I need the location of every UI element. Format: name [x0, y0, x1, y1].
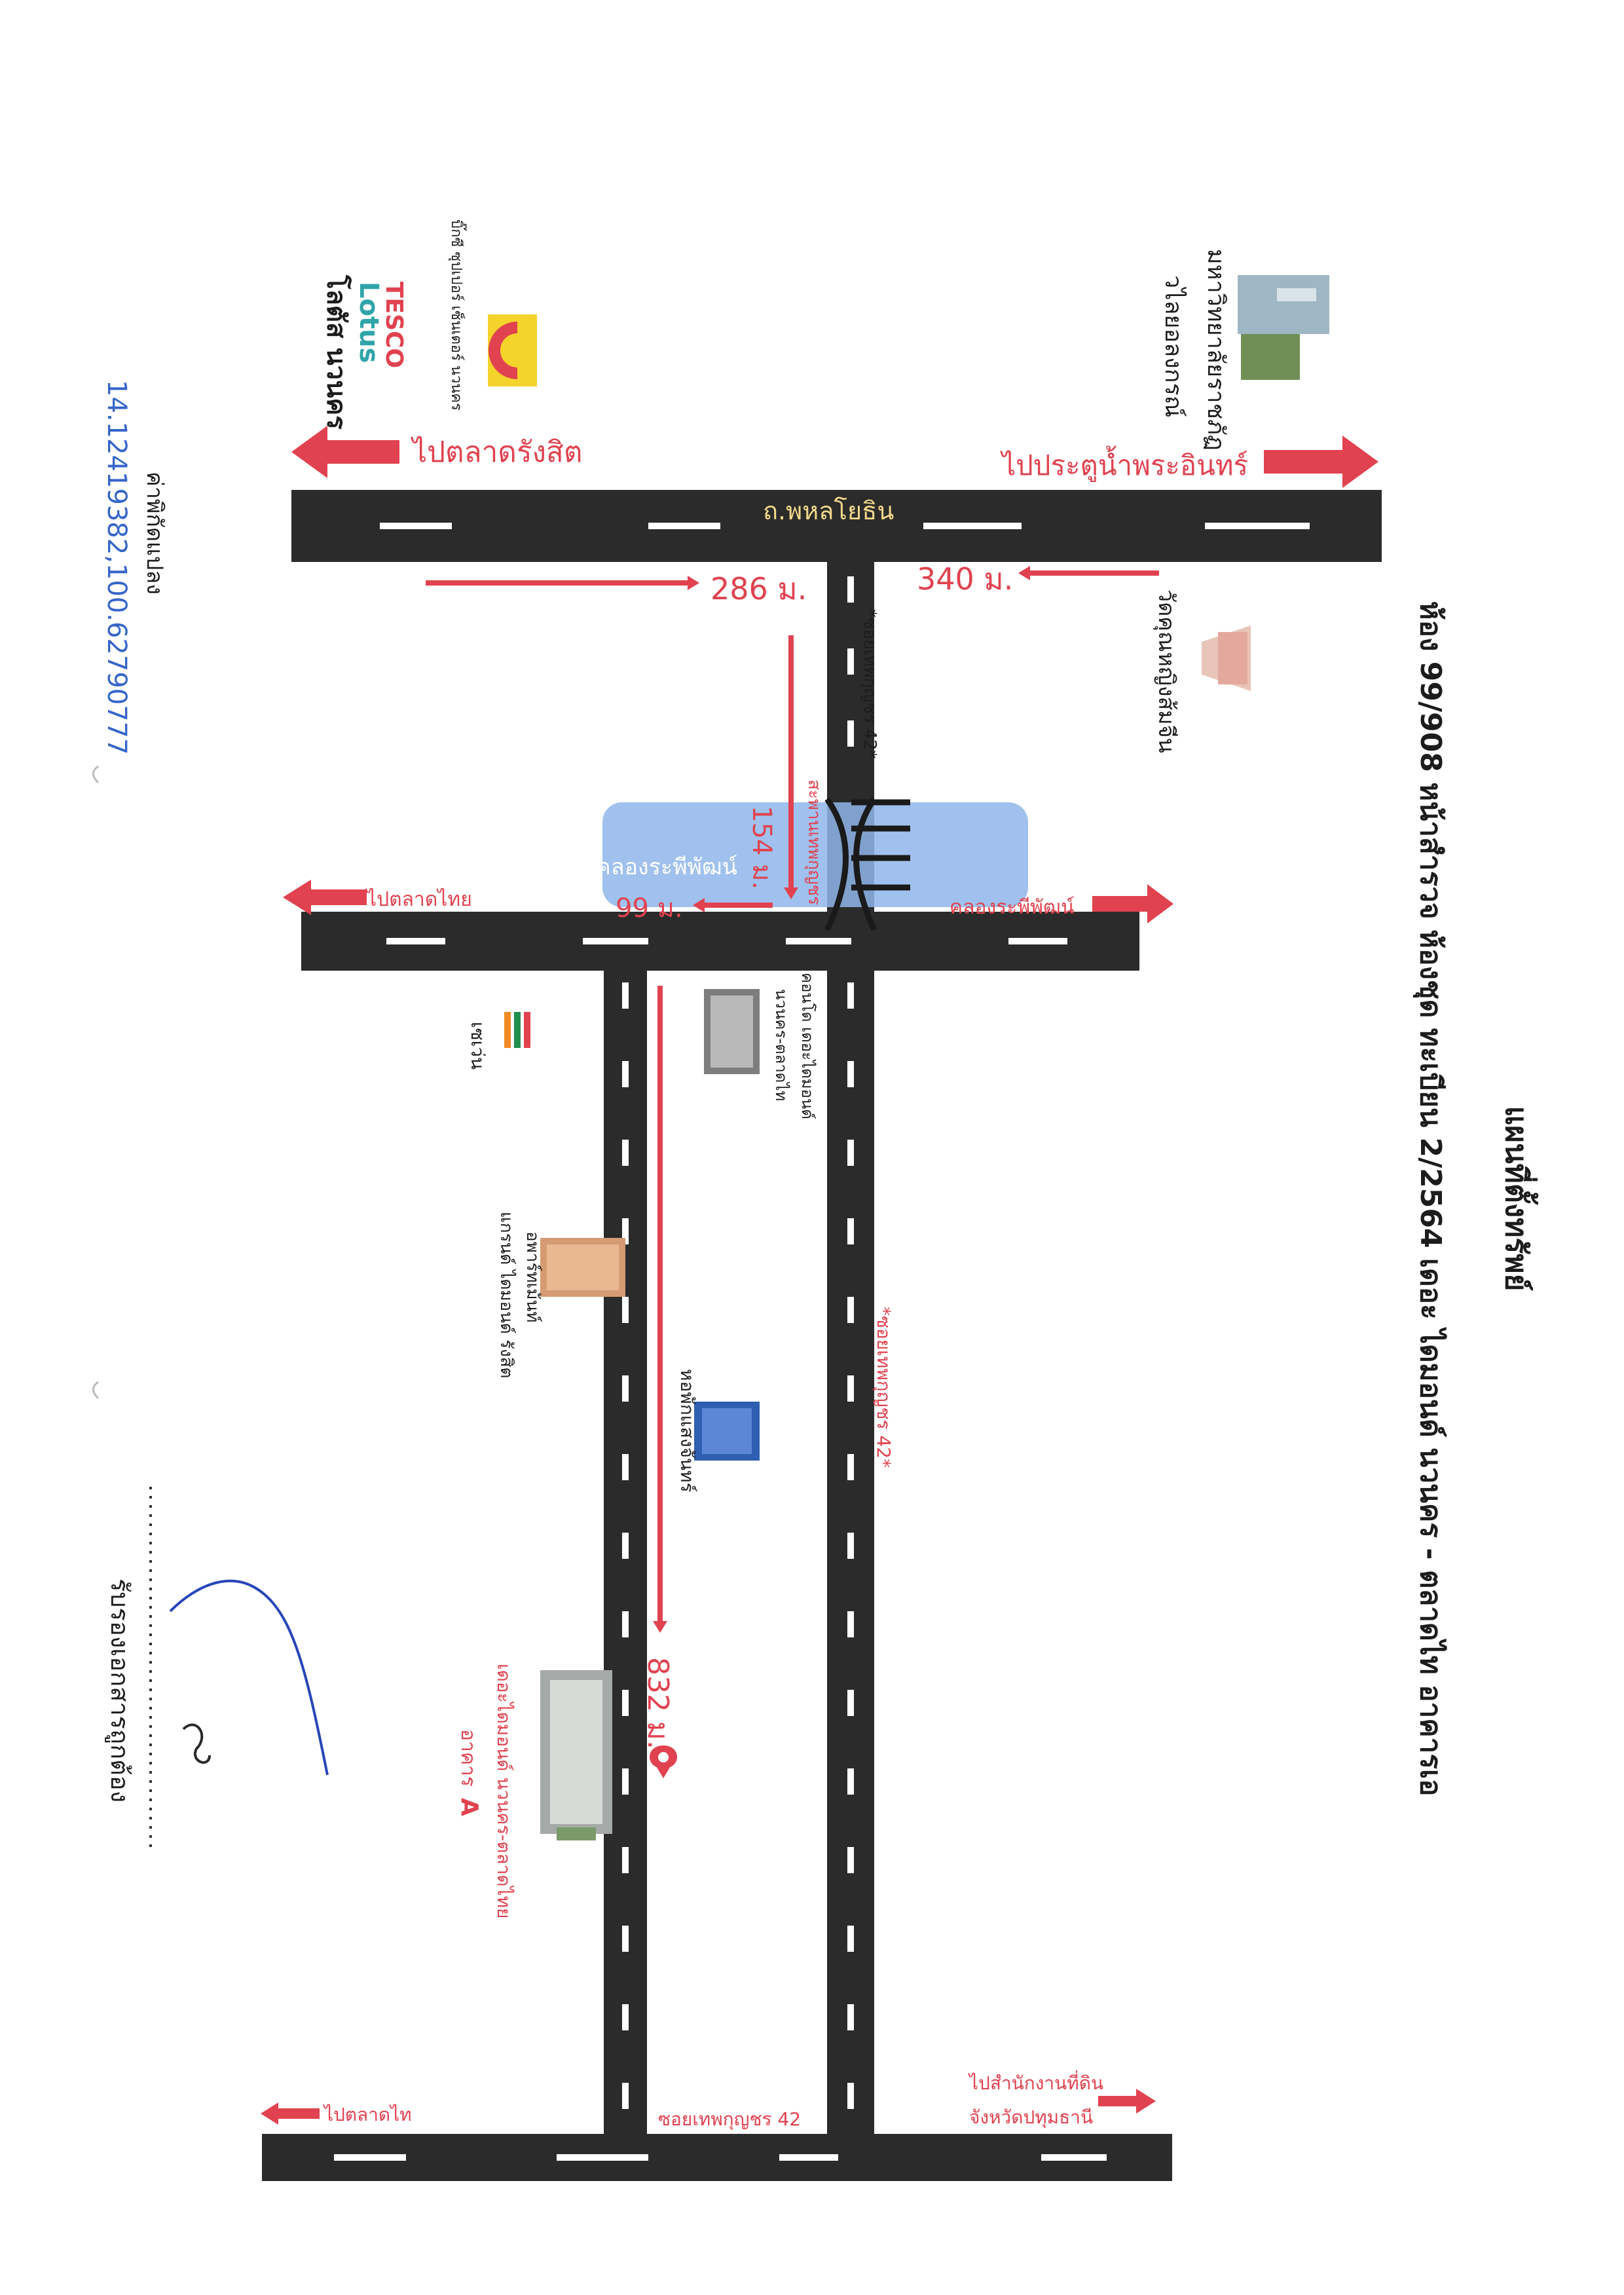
bigc-logo-icon	[488, 314, 537, 386]
direction-talad-thai-2: ไปตลาดไท	[323, 2104, 412, 2125]
dormitory-label: หอพักแสงจันทร์	[676, 1369, 698, 1493]
scan-mark-top	[92, 765, 100, 784]
condo-label-2: นวนคร-ตลาดไท	[772, 989, 790, 1101]
road-label-soi-upper: *ซอยเทพกุญชร 42*	[860, 609, 879, 759]
arrow-left-talad-thai-1	[283, 880, 367, 915]
condo-label-1: คอนโด เดอะไดมอนด์	[798, 973, 817, 1119]
seven-eleven-icon	[503, 1009, 536, 1051]
distance-832: 832 ม.	[641, 1657, 674, 1749]
map-title: แผนที่ตั้งทรัพย์	[1499, 1106, 1539, 1291]
coordinates-value: 14.12419382,100.62790777	[101, 380, 132, 755]
direction-arrows	[261, 426, 1378, 2125]
temple-icon	[1202, 625, 1251, 691]
target-label-1: เดอะไดมอนด์ นวนคร-ตลาดไทย	[493, 1664, 515, 1918]
apartment-building-icon	[540, 1238, 625, 1297]
arrow-left-talad-thai-2	[261, 2102, 320, 2125]
map-subtitle: ห้อง 99/908 หน้าสำรวจ ห้องชุด ทะเบียน 2/…	[1412, 601, 1448, 1797]
distance-154: 154 ม.	[747, 806, 777, 889]
signature-scribble	[169, 1579, 329, 1776]
temple-label: วัดคุณหญิงส้มจีน	[1153, 589, 1179, 753]
lane-markings	[334, 523, 1310, 2161]
condo-building-icon	[704, 989, 760, 1074]
scan-mark-bottom	[92, 1381, 100, 1400]
tesco-name-label: โลตัส นวนคร	[321, 274, 352, 430]
apartment-label-1: อพาร์ทเม้นท์	[523, 1231, 542, 1322]
road-soi-left	[604, 969, 647, 2158]
canal-label: คลองระพีพัฒน์	[596, 854, 737, 880]
road-label-soi-bottom: ซอยเทพกุญชร 42	[658, 2108, 801, 2131]
seven-eleven-label: เซเว่น	[467, 1022, 489, 1070]
distance-286: 286 ม.	[710, 571, 807, 606]
apartment-label-2: แกรนด์ ไดมอนด์ รังสิต	[496, 1212, 517, 1378]
bridge-label: สะพานเทพกุญชร	[804, 779, 824, 905]
road-soi-right	[827, 969, 874, 2158]
road-bottom	[262, 2134, 1172, 2181]
direction-land-office-2: จังหวัดปทุมธานี	[969, 2106, 1093, 2129]
direction-pratunam-phra-in: ไปประตูน้ำพระอินทร์	[1000, 445, 1248, 482]
route-lines	[426, 566, 1159, 1633]
bigc-label: บิ๊กซี ซุปเปอร์ เซ็นเตอร์ นวนคร	[448, 219, 468, 411]
road-phahonyothin	[291, 490, 1382, 562]
university-label-1: มหาวิทยาลัยราชภัฏ	[1202, 249, 1229, 451]
university-label-2: วไลยอลงกรณ์	[1160, 275, 1187, 417]
target-label-3: A	[456, 1798, 483, 1816]
location-pin-icon	[650, 1745, 677, 1778]
arrow-left-rangsit	[291, 426, 399, 478]
arrow-right-khlong	[1092, 884, 1173, 924]
canal-khlong-rapiphat	[602, 802, 1028, 907]
road-label-phahonyothin: ถ.พหลโยธิน	[763, 496, 894, 525]
road-label-soi-lower: *ซอยเทพกุญชร 42*	[872, 1307, 895, 1468]
coordinates-label: ค่าพิกัดแปลง	[141, 472, 168, 595]
road-label-khlong-right: คลองระพีพัฒน์	[950, 896, 1075, 919]
arrow-right-land-office	[1098, 2089, 1156, 2114]
direction-rangsit-market: ไปตลาดรังสิต	[411, 436, 582, 469]
tesco-lotus-label: Lotus	[354, 282, 384, 363]
distance-340: 340 ม.	[917, 561, 1013, 597]
tesco-brand-label: TESCO	[380, 282, 407, 368]
target-building-icon	[540, 1670, 612, 1840]
road-network	[262, 490, 1382, 2181]
arrow-right-pratunam	[1264, 436, 1378, 488]
dormitory-building-icon	[694, 1402, 760, 1461]
direction-land-office-1: ไปสำนักงานที่ดิน	[968, 2070, 1103, 2094]
distance-99: 99 ม.	[616, 893, 683, 924]
certification-text: รับรองเอกสารถูกต้อง	[105, 1578, 134, 1802]
direction-talad-thai-1: ไปตลาดไทย	[365, 887, 472, 911]
target-label-2: อาคาร	[456, 1729, 479, 1787]
bridge	[824, 797, 910, 931]
university-building-icon	[1238, 275, 1329, 380]
signature-initial	[182, 1723, 211, 1764]
